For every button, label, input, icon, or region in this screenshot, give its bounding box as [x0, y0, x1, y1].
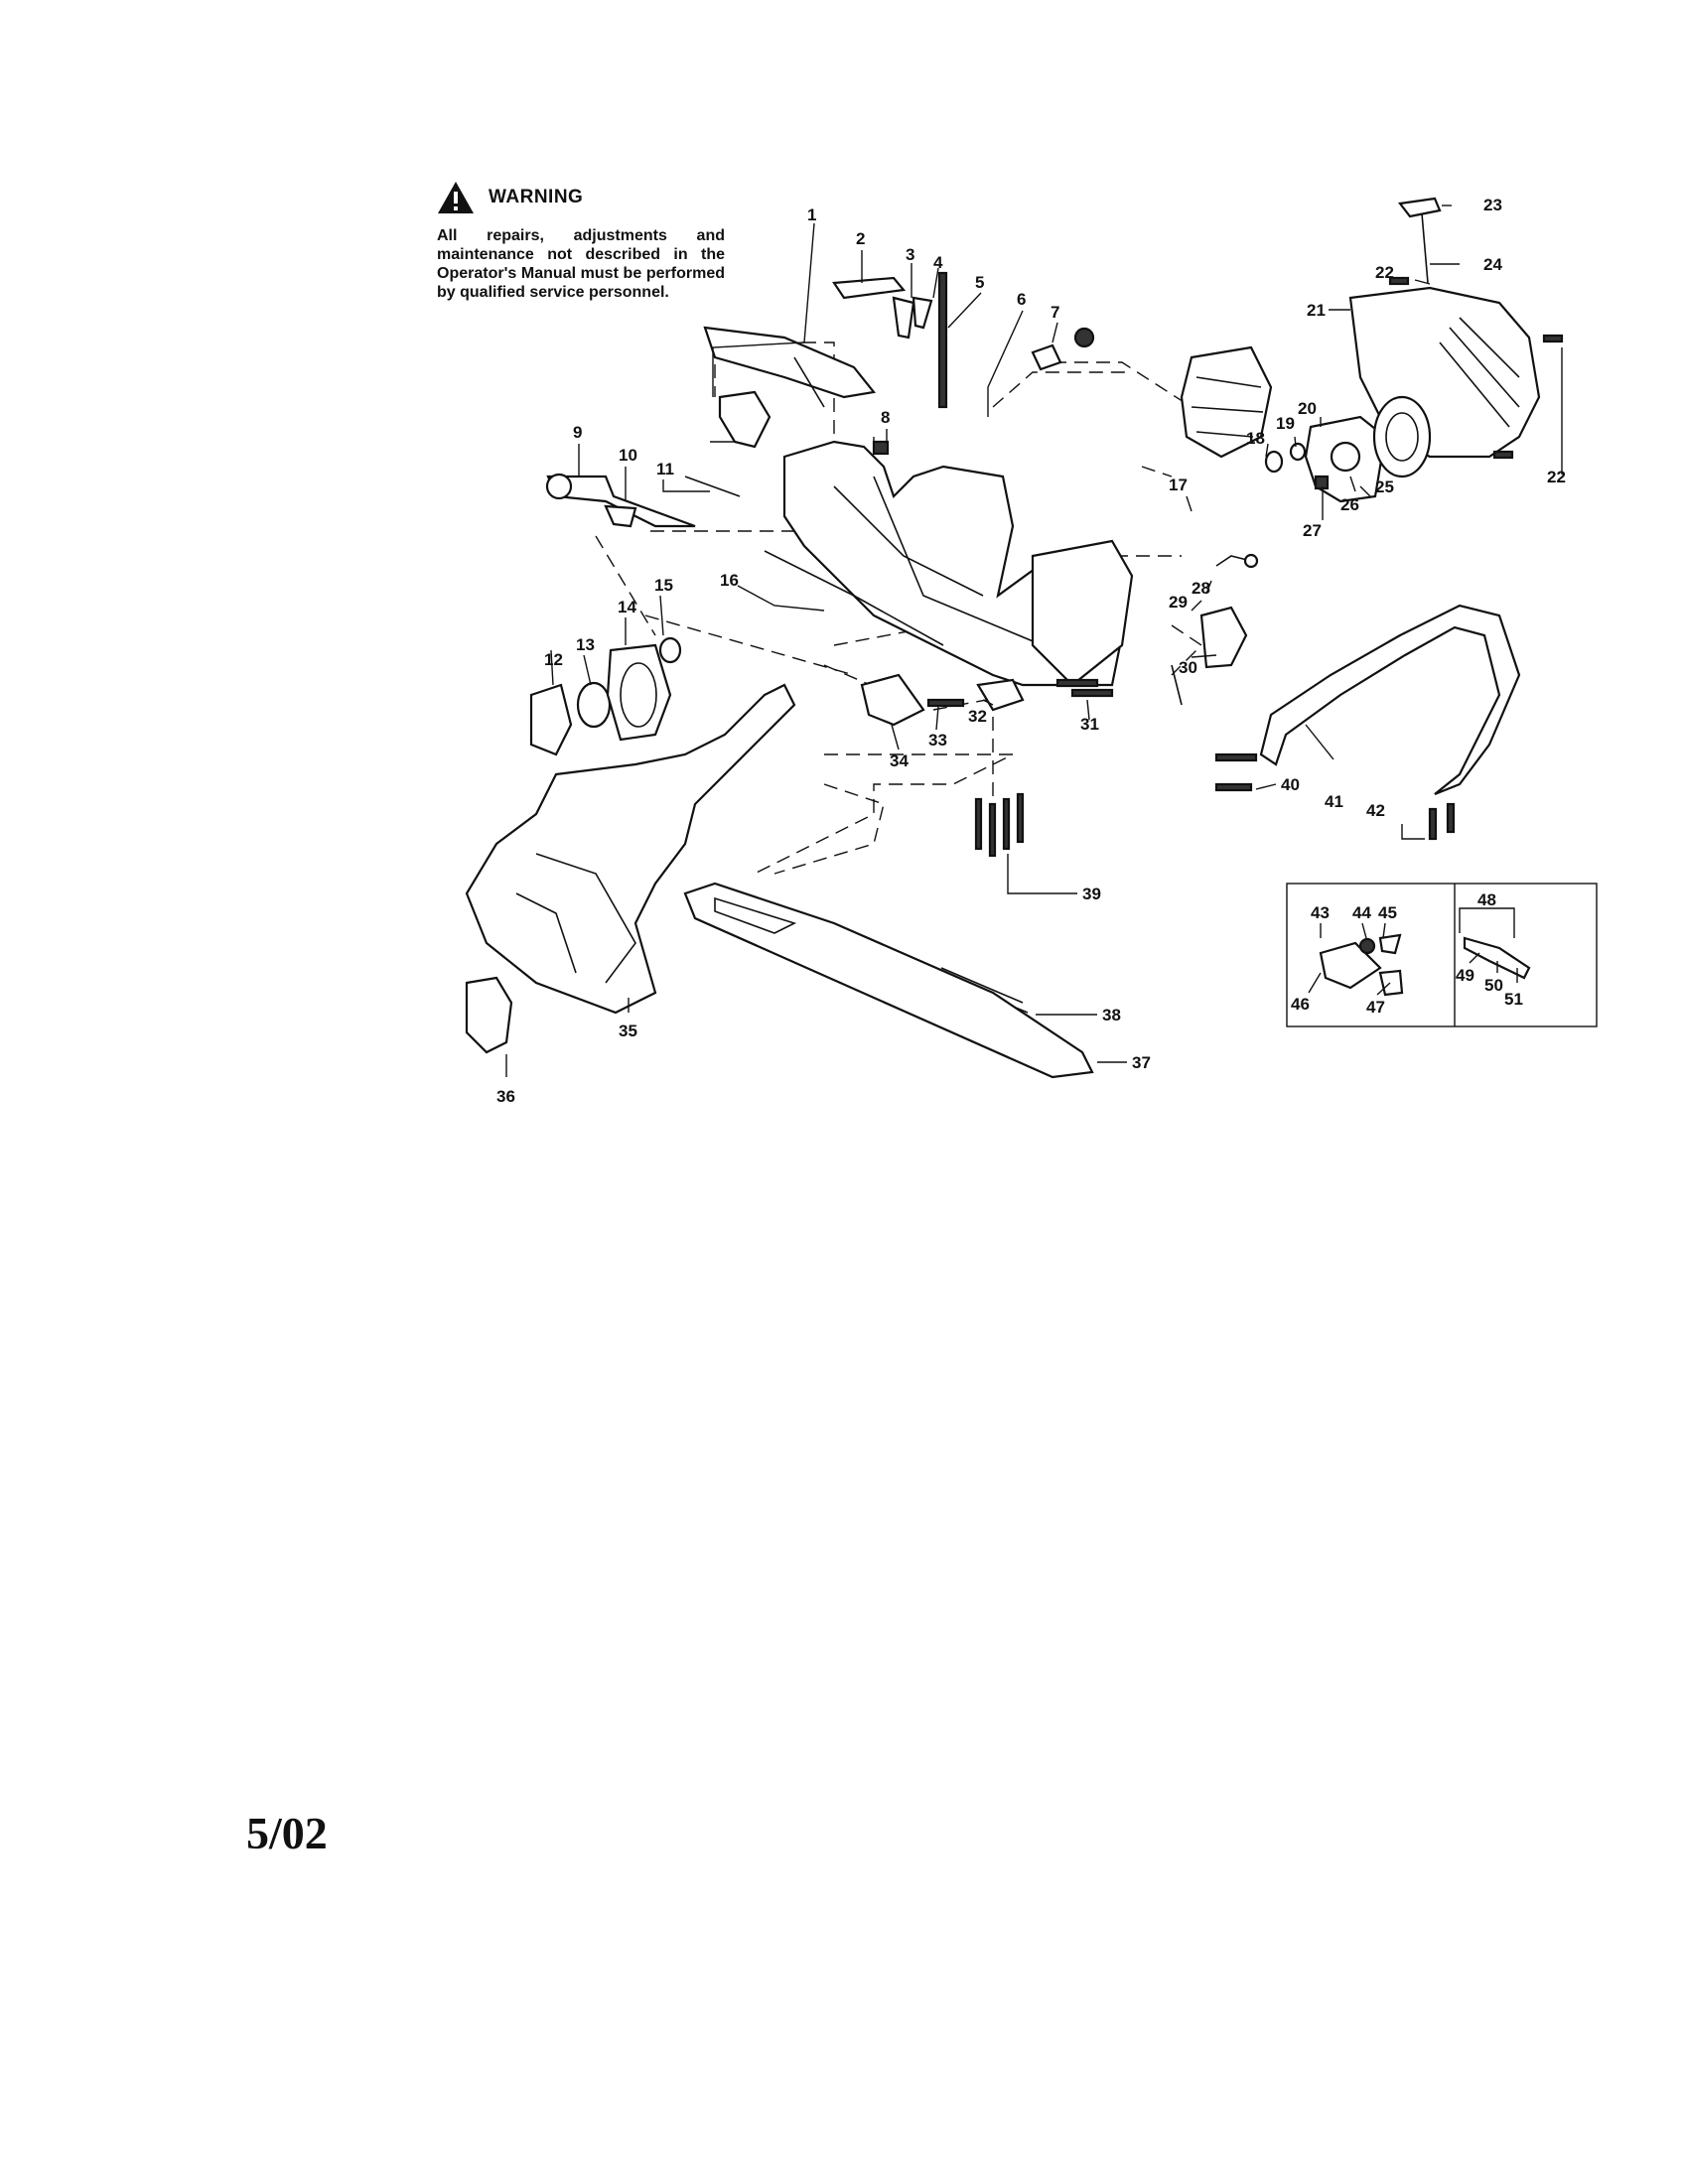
- callout-42: 42: [1366, 801, 1385, 820]
- part-chain-catcher-34: [860, 673, 925, 727]
- inset-box: [1286, 883, 1598, 1027]
- callout-6: 6: [1017, 290, 1026, 309]
- callout-15: 15: [654, 576, 673, 595]
- warning-triangle-icon: [438, 182, 474, 213]
- part-switch-bracket: [604, 504, 637, 528]
- callout-11: 11: [656, 460, 674, 478]
- callout-13: 13: [576, 635, 595, 654]
- callout-37: 37: [1132, 1053, 1151, 1072]
- callout-26: 26: [1340, 495, 1359, 514]
- callout-33: 33: [928, 731, 947, 750]
- callout-3: 3: [906, 245, 914, 264]
- part-washer-13: [576, 681, 612, 729]
- callout-2: 2: [856, 229, 865, 248]
- callout-45: 45: [1378, 903, 1397, 922]
- callout-18: 18: [1246, 429, 1265, 448]
- callout-29: 29: [1169, 593, 1188, 612]
- part-ignition-nut: [1314, 475, 1330, 490]
- part-bolts-31: [1055, 678, 1114, 698]
- callout-46: 46: [1291, 995, 1310, 1014]
- callout-10: 10: [619, 446, 637, 465]
- callout-41: 41: [1325, 792, 1343, 811]
- part-grommet: [872, 440, 890, 456]
- callout-9: 9: [573, 423, 582, 442]
- part-bolts-40: [1214, 752, 1258, 792]
- callout-34: 34: [890, 751, 909, 770]
- callout-20: 20: [1298, 399, 1317, 418]
- callout-4: 4: [933, 253, 943, 272]
- part-spark-plug-cap: [1171, 606, 1248, 706]
- part-spark-wire: [1215, 553, 1259, 569]
- part-clutch-drum-12: [529, 683, 573, 756]
- callout-17: 17: [1169, 476, 1188, 494]
- callout-24: 24: [1483, 255, 1502, 274]
- part-spring-clip: [892, 296, 915, 340]
- callout-40: 40: [1281, 775, 1300, 794]
- callout-12: 12: [544, 650, 563, 669]
- callout-39: 39: [1082, 885, 1101, 903]
- callout-25: 25: [1375, 478, 1394, 496]
- part-recoil-spring: [1372, 395, 1432, 478]
- callout-47: 47: [1366, 998, 1385, 1017]
- part-washer-19: [1289, 442, 1307, 462]
- callout-30: 30: [1179, 658, 1197, 677]
- callout-28: 28: [1192, 579, 1210, 598]
- callout-22a: 22: [1375, 263, 1394, 282]
- callout-23: 23: [1483, 196, 1502, 214]
- callout-22b: 22: [1547, 468, 1566, 486]
- part-adjust-screw: [937, 271, 948, 409]
- callout-44: 44: [1352, 903, 1371, 922]
- part-screws-39: [974, 792, 1025, 858]
- callout-43: 43: [1311, 903, 1330, 922]
- part-small-clip: [912, 296, 933, 330]
- callout-36: 36: [496, 1087, 515, 1106]
- callout-14: 14: [618, 598, 636, 616]
- part-guide-bar-37: [683, 882, 1094, 1079]
- part-side-cover-35: [465, 683, 796, 1015]
- part-oil-pump-32: [976, 678, 1025, 712]
- callout-5: 5: [975, 273, 984, 292]
- callout-1: 1: [807, 205, 816, 224]
- warning-block: WARNING All repairs, adjustments and mai…: [437, 181, 725, 302]
- part-chain-tensioner-housing: [1031, 539, 1134, 687]
- warning-text: All repairs, adjustments and maintenance…: [437, 227, 725, 301]
- page-date: 5/02: [246, 1808, 328, 1858]
- callout-21: 21: [1307, 301, 1326, 320]
- callout-38: 38: [1102, 1006, 1121, 1024]
- callout-51: 51: [1504, 990, 1523, 1009]
- callout-49: 49: [1456, 966, 1474, 985]
- part-switch-rod: [545, 473, 696, 528]
- callout-31: 31: [1080, 715, 1099, 734]
- part-front-handle-41: [1259, 604, 1521, 796]
- callout-48: 48: [1477, 890, 1496, 909]
- part-washer-15: [658, 636, 682, 664]
- part-trigger: [710, 390, 772, 449]
- warning-header: WARNING: [437, 181, 725, 214]
- part-sprocket-14: [606, 643, 672, 742]
- part-flywheel: [1180, 345, 1273, 459]
- callout-27: 27: [1303, 521, 1322, 540]
- part-screw-33: [926, 698, 965, 708]
- part-pin: [684, 476, 741, 497]
- warning-title: WARNING: [489, 187, 584, 207]
- callout-8: 8: [881, 408, 890, 427]
- callout-19: 19: [1276, 414, 1295, 433]
- part-bolt-42: [1428, 802, 1456, 841]
- callout-35: 35: [619, 1022, 637, 1040]
- part-washer-18: [1264, 450, 1284, 474]
- callout-7: 7: [1051, 303, 1059, 322]
- part-starter-handle: [1397, 197, 1442, 284]
- part-oil-cap: [1031, 327, 1095, 371]
- part-cover-36: [465, 976, 513, 1054]
- callout-50: 50: [1484, 976, 1503, 995]
- part-screws-22: [1388, 276, 1564, 460]
- callout-16: 16: [720, 571, 739, 590]
- callout-32: 32: [968, 707, 987, 726]
- part-throttle-link: [832, 276, 907, 300]
- callout-labels: 1 2 3 4 5 6 7 8 9 10 11 12 13 14 15 16 1…: [496, 196, 1566, 1106]
- leader-lines: [505, 205, 1563, 1077]
